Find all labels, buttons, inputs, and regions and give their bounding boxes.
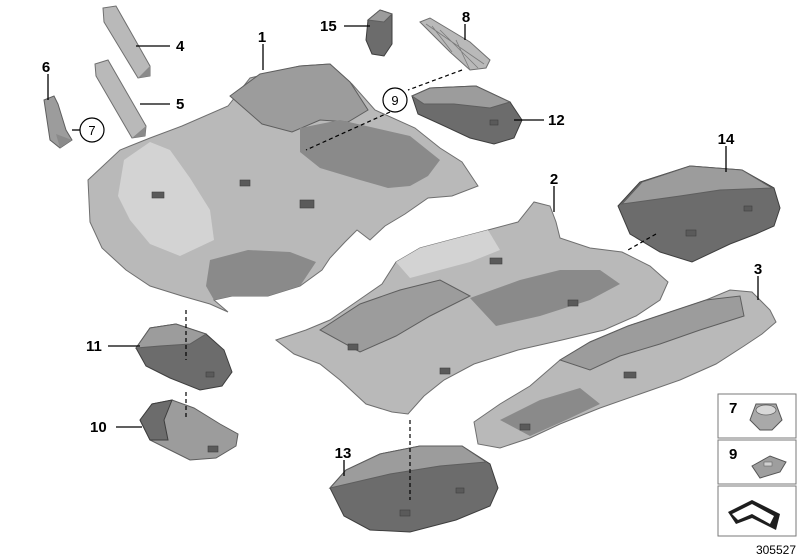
- part-11-pad[interactable]: [134, 323, 233, 391]
- part-12-pad[interactable]: [410, 85, 523, 145]
- callout-1: 1: [258, 29, 266, 46]
- callout-8: 8: [462, 9, 470, 26]
- legend-item-7[interactable]: 7: [717, 393, 797, 439]
- circled-callout-7: 7: [79, 117, 105, 143]
- callout-numbers: 1 2 3 4 5 6 8 10 11 12 13 14 15: [42, 9, 762, 462]
- part-5-trim-strip[interactable]: [94, 59, 147, 139]
- callout-10: 10: [90, 419, 107, 436]
- dashed-lines: [185, 69, 657, 500]
- leader-lines: [47, 24, 759, 476]
- part-3-sill-carpet[interactable]: [473, 289, 777, 449]
- svg-text:7: 7: [88, 123, 95, 138]
- part-15-pad[interactable]: [365, 9, 393, 57]
- callout-4: 4: [176, 38, 185, 55]
- callout-11: 11: [86, 338, 102, 355]
- part-8-net[interactable]: [419, 17, 491, 71]
- callout-3: 3: [754, 261, 762, 278]
- legend-item-symbol: [717, 485, 797, 537]
- part-6-bracket[interactable]: [43, 95, 73, 149]
- part-10-bracket[interactable]: [139, 399, 239, 461]
- nut-icon: [749, 403, 783, 431]
- callout-15: 15: [320, 18, 337, 35]
- callout-14: 14: [718, 131, 735, 148]
- callout-5: 5: [176, 96, 184, 113]
- diagram-id: 305527: [756, 543, 796, 557]
- callout-2: 2: [550, 171, 558, 188]
- callout-13: 13: [335, 445, 352, 462]
- legend-item-9[interactable]: 9: [717, 439, 797, 485]
- callout-6: 6: [42, 59, 50, 76]
- clip-icon: [751, 455, 787, 479]
- circled-callout-9: 9: [382, 87, 408, 113]
- part-2-rear-carpet[interactable]: [274, 201, 669, 415]
- svg-text:7: 7: [729, 400, 737, 417]
- callout-12: 12: [548, 112, 565, 129]
- part-1-front-carpet[interactable]: [87, 63, 479, 313]
- part-14-pad[interactable]: [617, 165, 781, 263]
- part-4-trim-strip[interactable]: [102, 5, 151, 79]
- svg-text:9: 9: [391, 93, 398, 108]
- carpet-symbol-icon: [728, 500, 780, 530]
- part-13-pad[interactable]: [328, 445, 499, 533]
- svg-text:9: 9: [729, 446, 737, 463]
